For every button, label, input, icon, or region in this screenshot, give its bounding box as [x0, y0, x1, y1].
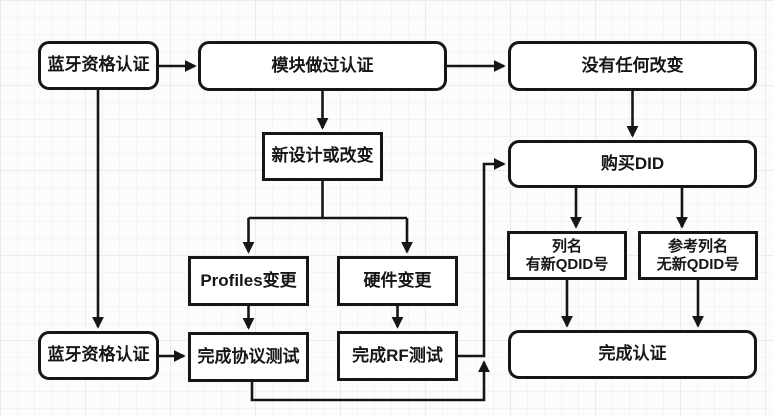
edge-newdesign-branch — [248, 180, 407, 220]
node-label: 新设计或改变 — [271, 146, 374, 166]
node-label-line1: 参考列名 — [667, 237, 728, 255]
node-label: Profiles变更 — [200, 270, 297, 290]
edge-protocoltest-to-junction — [250, 360, 490, 402]
node-hardware-change: 硬件变更 — [337, 256, 458, 306]
node-label: 蓝牙资格认证 — [47, 345, 150, 365]
node-label-line1: 列名 — [551, 237, 582, 255]
node-complete-certification: 完成认证 — [508, 330, 757, 379]
edge-rftest-to-buydid — [458, 158, 506, 358]
node-profiles-change: Profiles变更 — [188, 256, 309, 306]
node-label: 蓝牙资格认证 — [47, 55, 150, 75]
node-module-certified: 模块做过认证 — [198, 41, 447, 91]
node-listing-new-qdid: 列名 有新QDID号 — [507, 231, 627, 280]
node-label: 完成RF测试 — [352, 345, 443, 365]
node-label: 购买DID — [600, 153, 665, 173]
node-bluetooth-qualification-top: 蓝牙资格认证 — [38, 41, 159, 90]
node-complete-protocol-test: 完成协议测试 — [188, 332, 309, 382]
node-label: 硬件变更 — [363, 270, 432, 290]
node-label: 没有任何改变 — [581, 55, 684, 75]
node-label-line2: 无新QDID号 — [656, 255, 740, 273]
node-label: 模块做过认证 — [271, 55, 374, 75]
node-bluetooth-qualification-bottom: 蓝牙资格认证 — [38, 331, 159, 380]
node-label: 完成认证 — [598, 344, 667, 364]
node-label: 完成协议测试 — [197, 346, 300, 366]
node-buy-did: 购买DID — [508, 140, 757, 188]
node-new-design-or-change: 新设计或改变 — [262, 132, 383, 181]
node-complete-rf-test: 完成RF测试 — [337, 331, 458, 381]
node-ref-listing-no-qdid: 参考列名 无新QDID号 — [638, 231, 758, 280]
node-no-changes: 没有任何改变 — [508, 41, 757, 91]
node-label-line2: 有新QDID号 — [525, 255, 609, 273]
